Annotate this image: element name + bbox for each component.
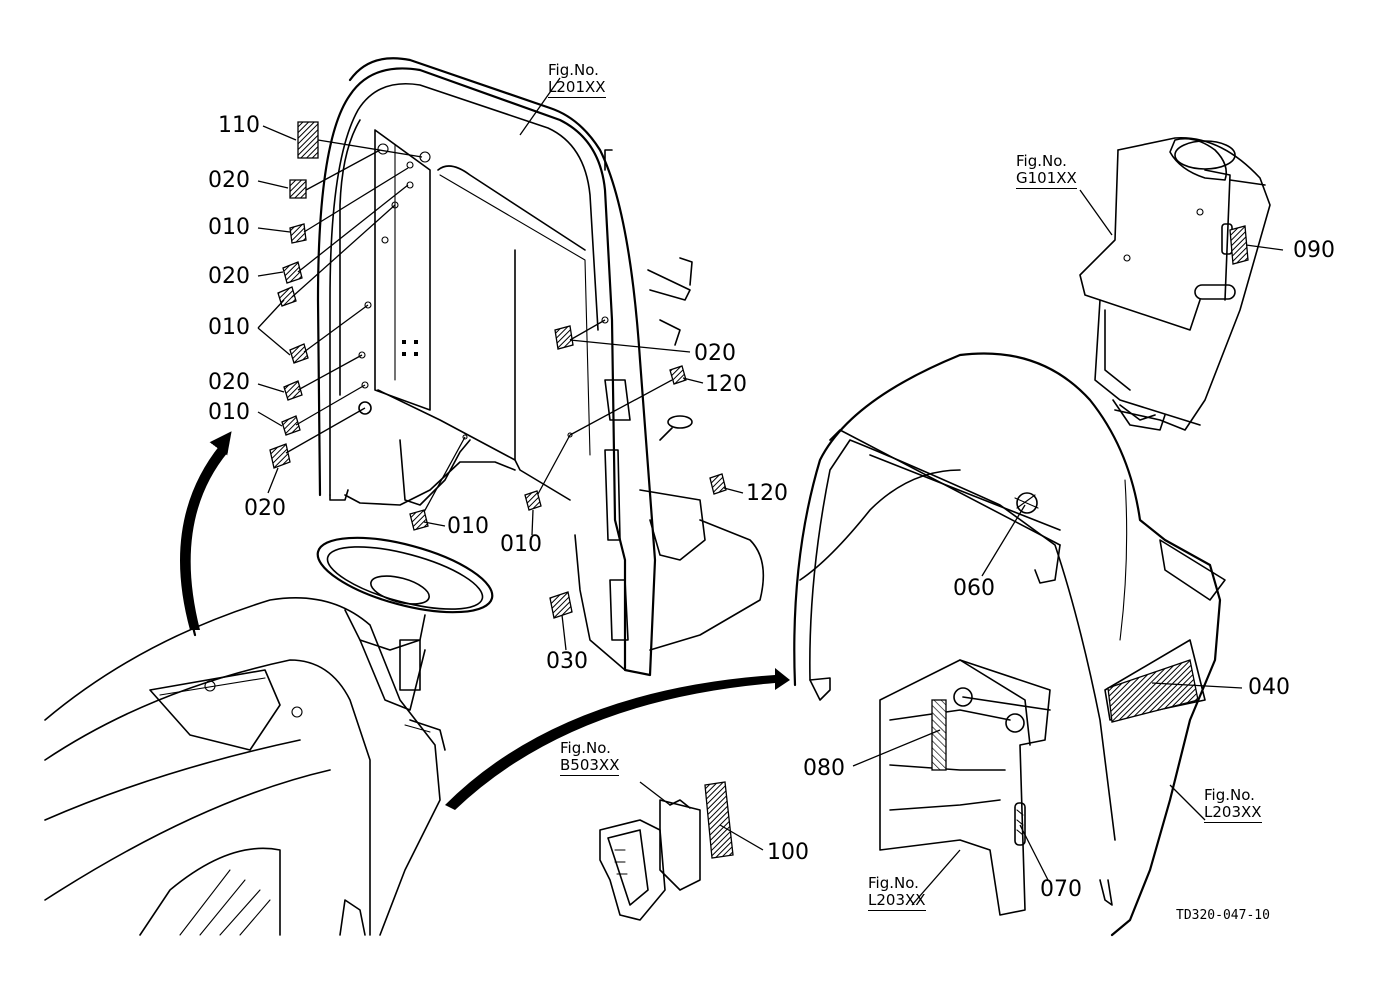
decal-010-c [281,415,301,436]
decal-010-e [524,490,542,511]
decal-020-a [289,179,307,199]
fig-ref-fender-bottom: Fig.No. L203XX [868,875,926,911]
part-label: 120 [705,372,747,397]
fig-code-text: L203XX [1204,803,1262,823]
decal-090 [1229,225,1249,265]
decal-020-d [269,443,291,469]
part-label: 100 [767,840,809,865]
part-label: 060 [953,576,995,601]
assembly-arrow-left-body [180,445,228,630]
decal-020-e [554,325,574,350]
tank-cover-assembly [1079,137,1271,431]
part-label: 070 [1040,877,1082,902]
fig-ref-fender-right: Fig.No. L203XX [1204,787,1262,823]
fig-code-text: L203XX [868,891,926,911]
fig-ref-tank: Fig.No. G101XX [1016,153,1077,189]
part-label: 010 [208,215,250,240]
decal-020-b [282,261,303,284]
fig-code-text: G101XX [1016,169,1077,189]
fender-assembly [793,352,1226,937]
decal-010-d [409,509,429,531]
tractor-hood-assembly [44,536,494,936]
decal-030 [549,591,573,619]
part-label: 020 [694,341,736,366]
fig-code-text: L201XX [548,78,606,98]
drawing-code: TD320-047-10 [1176,908,1270,923]
fig-ref-switch: Fig.No. B503XX [560,739,620,776]
decal-110 [297,121,319,159]
leader-lines [257,77,1284,906]
fig-no-text: Fig.No. [1016,152,1067,170]
decal-020-c [283,380,303,401]
decal-100 [704,781,734,859]
fig-code-text: B503XX [560,756,620,776]
part-label: 020 [208,370,250,395]
decal-040 [1107,659,1199,723]
part-label: 010 [447,514,489,539]
part-label: 090 [1293,238,1335,263]
assembly-arrow-middle [445,668,790,810]
part-label: 010 [208,400,250,425]
part-label: 010 [208,315,250,340]
decals [269,121,1249,859]
fig-no-text: Fig.No. [1204,786,1255,804]
part-label: 110 [218,113,260,138]
fig-ref-seat-frame: Fig.No. L201XX [548,62,606,98]
part-label: 120 [746,481,788,506]
switch-assembly [599,799,701,921]
part-label: 080 [803,756,845,781]
seat-frame-assembly [316,57,765,677]
decal-120-a [669,365,687,385]
part-label: 020 [244,496,286,521]
decal-120-b [709,473,727,495]
decal-010-b2 [289,343,309,364]
lower-bracket-assembly [879,659,1051,916]
part-label: 010 [500,532,542,557]
part-label: 020 [208,264,250,289]
fig-no-text: Fig.No. [868,874,919,892]
part-label: 020 [208,168,250,193]
fig-no-text: Fig.No. [548,61,599,79]
part-label: 030 [546,649,588,674]
part-label: 040 [1248,675,1290,700]
decal-010-a [289,223,307,244]
fig-no-text: Fig.No. [560,739,611,757]
